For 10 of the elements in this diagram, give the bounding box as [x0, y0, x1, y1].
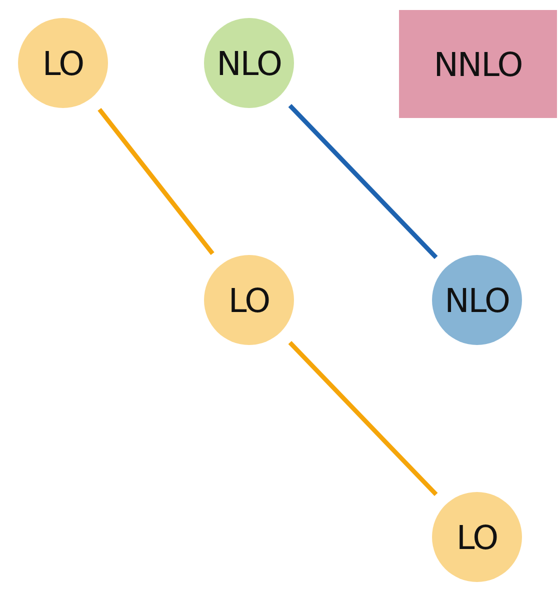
rectangle-node: [399, 10, 557, 118]
node-label: NLO: [216, 44, 282, 82]
node-label: LO: [456, 518, 498, 556]
node-label: LO: [228, 280, 270, 320]
node-label: LO: [42, 44, 84, 82]
connector-line: [288, 104, 438, 260]
connector-line: [98, 108, 214, 255]
connector-line: [288, 340, 438, 496]
node-label: NLO: [444, 280, 510, 320]
node-label: NNLO: [434, 44, 522, 84]
